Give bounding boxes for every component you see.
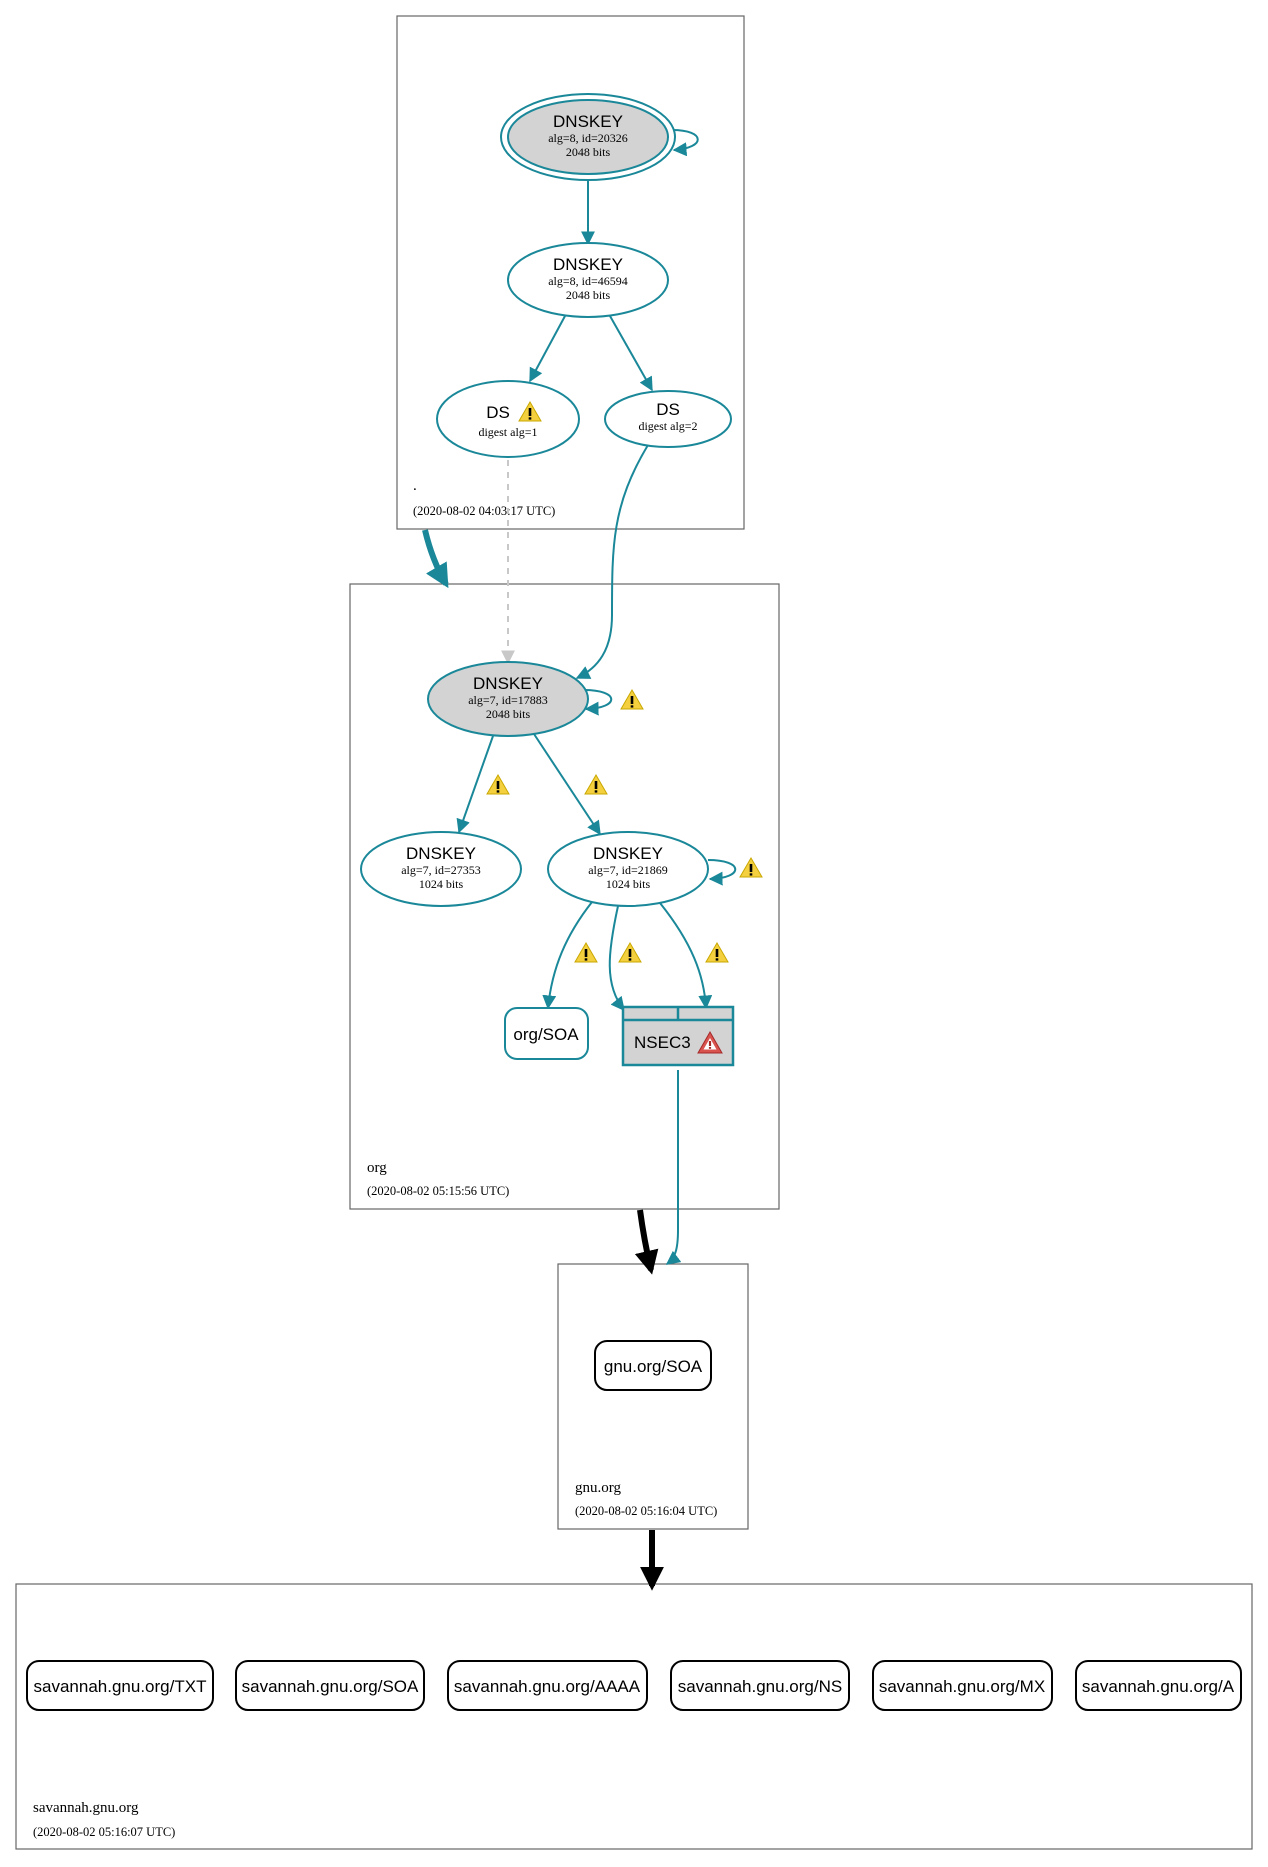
dnskey-node-org-ksk[interactable]: DNSKEY alg=7, id=17883 2048 bits	[427, 661, 589, 737]
warning-icon	[739, 857, 763, 878]
rrset-label: savannah.gnu.org/A	[1082, 1677, 1235, 1696]
dnskey-size: 2048 bits	[486, 707, 531, 721]
zone-savannah-box	[15, 1583, 1253, 1850]
dnskey-node-root-ksk[interactable]: DNSKEY alg=8, id=20326 2048 bits	[500, 93, 676, 181]
dnskey-node-org-zsk-21869[interactable]: DNSKEY alg=7, id=21869 1024 bits	[547, 831, 709, 907]
rrset-node-savannah-txt[interactable]: savannah.gnu.org/TXT	[26, 1660, 214, 1711]
rrset-label: savannah.gnu.org/MX	[879, 1677, 1045, 1696]
rrset-label: org/SOA	[513, 1025, 579, 1044]
warning-icon	[486, 774, 510, 795]
edge-root-zsk-to-ds1	[529, 315, 566, 383]
zone-org-name: org	[367, 1160, 387, 1176]
ds-node-digest-1[interactable]: DS digest alg=1	[436, 380, 580, 458]
zone-gnu-timestamp: (2020-08-02 05:16:04 UTC)	[575, 1504, 717, 1518]
rrset-node-savannah-a[interactable]: savannah.gnu.org/A	[1075, 1660, 1242, 1711]
edge-zsk2-to-nsec3-a	[608, 905, 625, 1012]
rrset-label: gnu.org/SOA	[604, 1357, 703, 1376]
rrset-label: savannah.gnu.org/TXT	[34, 1677, 207, 1696]
zone-root-box	[396, 15, 745, 530]
dnskey-params: alg=7, id=17883	[468, 693, 548, 707]
ds-digest: digest alg=2	[638, 419, 697, 433]
delegation-root-to-org	[422, 529, 449, 589]
rrset-node-gnu-soa[interactable]: gnu.org/SOA	[594, 1340, 712, 1391]
edge-nsec3-to-gnu	[665, 1070, 682, 1265]
edge-org-ksk-to-zsk2	[533, 733, 601, 836]
dnskey-params: alg=8, id=20326	[548, 131, 628, 145]
dnskey-node-root-zsk[interactable]: DNSKEY alg=8, id=46594 2048 bits	[507, 242, 669, 318]
dnskey-node-org-zsk-27353[interactable]: DNSKEY alg=7, id=27353 1024 bits	[360, 831, 522, 907]
zone-savannah-name: savannah.gnu.org	[33, 1800, 139, 1816]
rrset-node-savannah-ns[interactable]: savannah.gnu.org/NS	[670, 1660, 850, 1711]
nsec3-label: NSEC3	[634, 1033, 691, 1052]
edge-zsk2-to-nsec3-b	[659, 902, 713, 1010]
warning-icon	[705, 942, 729, 963]
rrset-label: savannah.gnu.org/SOA	[242, 1677, 419, 1696]
dnskey-type: DNSKEY	[553, 255, 623, 274]
edge-root-zsk-to-ds2	[609, 315, 653, 392]
warning-icon	[584, 774, 608, 795]
rrset-node-savannah-mx[interactable]: savannah.gnu.org/MX	[872, 1660, 1053, 1711]
edge-root-ksk-selfsign	[671, 129, 699, 157]
rrset-node-savannah-aaaa[interactable]: savannah.gnu.org/AAAA	[447, 1660, 648, 1711]
dnskey-size: 1024 bits	[419, 877, 464, 891]
zone-org-box	[349, 583, 780, 1210]
warning-icon	[620, 689, 644, 710]
rrset-label: savannah.gnu.org/NS	[678, 1677, 842, 1696]
dnskey-type: DNSKEY	[406, 844, 476, 863]
edge-org-ksk-to-zsk1	[456, 735, 494, 834]
warning-icon	[574, 942, 598, 963]
dnskey-size: 1024 bits	[606, 877, 651, 891]
edge-org-zsk2-selfsign	[707, 859, 737, 886]
zone-root-name: .	[413, 478, 417, 494]
rrset-node-org-soa[interactable]: org/SOA	[504, 1007, 589, 1060]
nsec3-node[interactable]: NSEC3	[621, 1005, 735, 1067]
dnskey-params: alg=7, id=21869	[588, 863, 668, 877]
ds-digest: digest alg=1	[478, 425, 537, 439]
dnskey-size: 2048 bits	[566, 288, 611, 302]
rrset-label: savannah.gnu.org/AAAA	[454, 1677, 641, 1696]
zone-savannah-timestamp: (2020-08-02 05:16:07 UTC)	[33, 1825, 175, 1839]
dnskey-params: alg=7, id=27353	[401, 863, 481, 877]
zone-gnu-name: gnu.org	[575, 1480, 621, 1496]
edge-zsk2-to-org-soa	[542, 901, 593, 1010]
edge-ds2-to-org-ksk	[575, 444, 649, 679]
dnskey-type: DNSKEY	[593, 844, 663, 863]
zone-root-timestamp: (2020-08-02 04:03:17 UTC)	[413, 504, 555, 518]
ds-type: DS	[656, 400, 680, 419]
dnskey-type: DNSKEY	[473, 674, 543, 693]
edge-org-ksk-selfsign	[583, 689, 613, 716]
dnskey-params: alg=8, id=46594	[548, 274, 628, 288]
dnskey-size: 2048 bits	[566, 145, 611, 159]
zone-org-timestamp: (2020-08-02 05:15:56 UTC)	[367, 1184, 509, 1198]
delegation-org-to-gnu	[634, 1209, 659, 1275]
ds-type: DS	[486, 403, 510, 422]
ds-node-digest-2[interactable]: DS digest alg=2	[604, 390, 732, 448]
warning-icon	[618, 942, 642, 963]
rrset-node-savannah-soa[interactable]: savannah.gnu.org/SOA	[235, 1660, 425, 1711]
dnskey-type: DNSKEY	[553, 112, 623, 131]
